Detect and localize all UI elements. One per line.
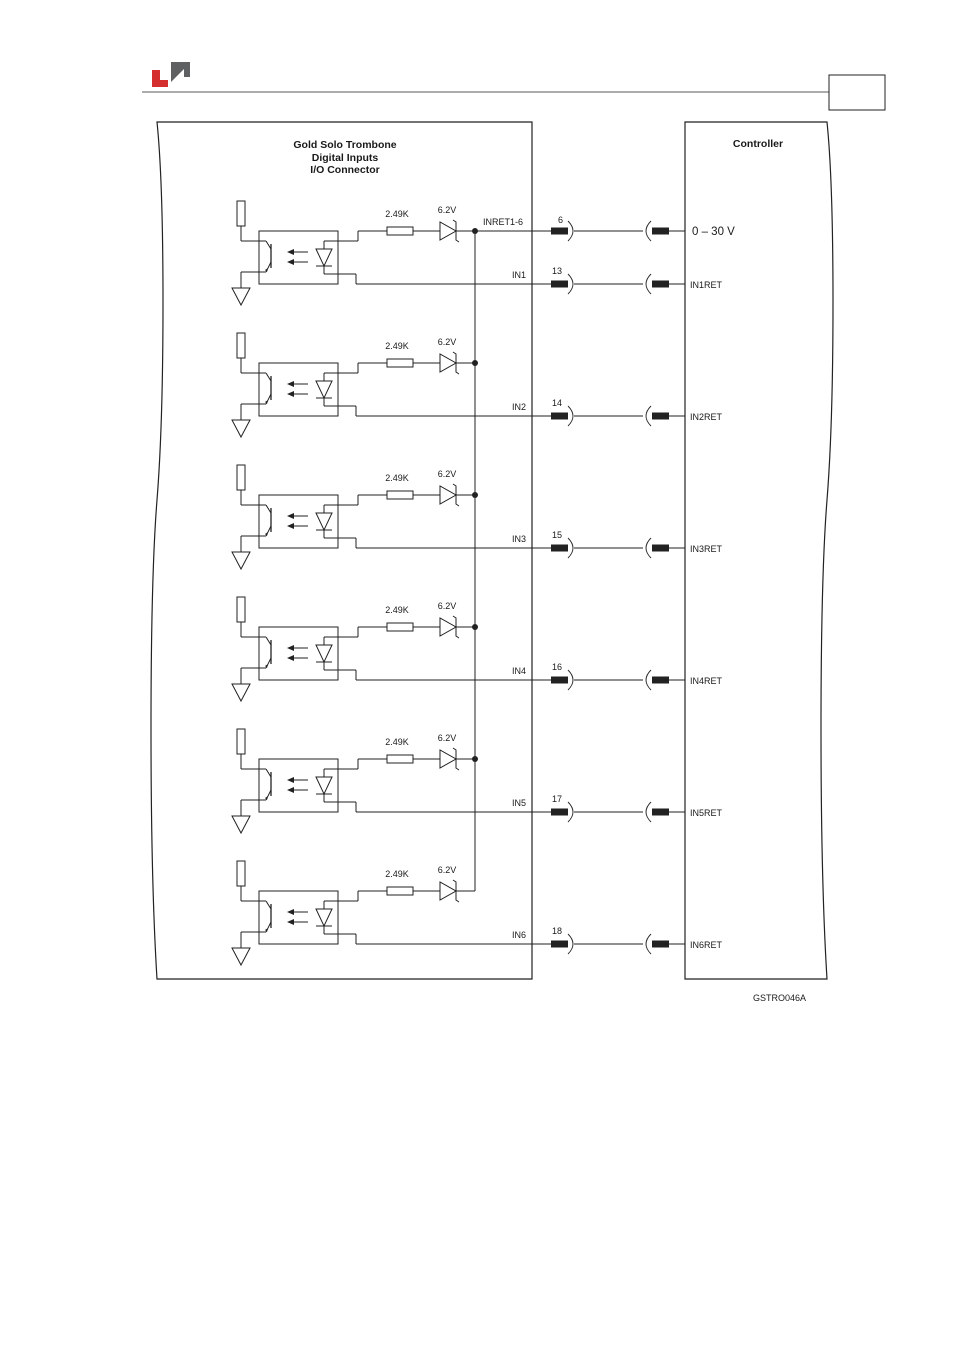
input-pin-controller [652,413,669,420]
bus-junction [472,228,478,234]
input-label: IN3 [512,534,526,544]
supply-pin-drive [551,228,568,235]
drive-title-line-3: I/O Connector [310,164,379,176]
bus-junction [472,360,478,366]
pin-number: 17 [552,794,562,804]
input-pin-drive [551,281,568,288]
zener-diode [440,486,456,504]
drive-title-line-2: Digital Inputs [312,152,379,164]
bus-junction [472,624,478,630]
input-pin-drive [551,809,568,816]
zener-diode [440,882,456,900]
bus-junction [472,756,478,762]
resistor-label: 2.49K [385,341,409,351]
zener-label: 6.2V [438,205,457,215]
pin-number: 13 [552,266,562,276]
return-label: IN6RET [690,940,723,950]
pin-number: 15 [552,530,562,540]
pin-number: 16 [552,662,562,672]
return-label: IN4RET [690,676,723,686]
controller-title: Controller [733,138,783,150]
series-resistor [387,491,413,499]
pullup-resistor [237,597,245,622]
input-pin-drive [551,941,568,948]
input-pin-controller [652,677,669,684]
resistor-label: 2.49K [385,473,409,483]
input-pin-controller [652,545,669,552]
zener-label: 6.2V [438,733,457,743]
input-pin-controller [652,809,669,816]
input-pin-drive [551,677,568,684]
series-resistor [387,227,413,235]
pullup-resistor [237,333,245,358]
zener-diode [440,222,456,240]
series-resistor [387,755,413,763]
page-number-box [829,75,885,110]
zener-diode [440,354,456,372]
pullup-resistor [237,729,245,754]
pin-number: 14 [552,398,562,408]
drive-title-line-1: Gold Solo Trombone [293,139,396,151]
input-pin-drive [551,545,568,552]
ground-symbol [232,288,250,305]
ground-symbol [232,420,250,437]
supply-pin-number: 6 [558,215,563,225]
input-pin-drive [551,413,568,420]
resistor-label: 2.49K [385,869,409,879]
input-label: IN2 [512,402,526,412]
input-pin-controller [652,941,669,948]
series-resistor [387,359,413,367]
ground-symbol [232,684,250,701]
figure-code: GSTRO046A [753,993,806,1003]
pullup-resistor [237,201,245,226]
pullup-resistor [237,861,245,886]
return-label: IN5RET [690,808,723,818]
zener-label: 6.2V [438,469,457,479]
input-label: IN6 [512,930,526,940]
input-label: IN1 [512,270,526,280]
zener-label: 6.2V [438,337,457,347]
company-logo [152,62,190,87]
return-label: IN3RET [690,544,723,554]
pin-number: 18 [552,926,562,936]
resistor-label: 2.49K [385,209,409,219]
zener-label: 6.2V [438,865,457,875]
resistor-label: 2.49K [385,605,409,615]
resistor-label: 2.49K [385,737,409,747]
return-label: IN1RET [690,280,723,290]
series-resistor [387,623,413,631]
supply-pin-controller [652,228,669,235]
input-pin-controller [652,281,669,288]
supply-label: INRET1-6 [483,217,523,227]
supply-voltage-label: 0 – 30 V [692,226,735,238]
input-label: IN5 [512,798,526,808]
ground-symbol [232,552,250,569]
return-label: IN2RET [690,412,723,422]
bus-junction [472,492,478,498]
zener-label: 6.2V [438,601,457,611]
series-resistor [387,887,413,895]
ground-symbol [232,816,250,833]
ground-symbol [232,948,250,965]
zener-diode [440,750,456,768]
pullup-resistor [237,465,245,490]
input-label: IN4 [512,666,526,676]
zener-diode [440,618,456,636]
